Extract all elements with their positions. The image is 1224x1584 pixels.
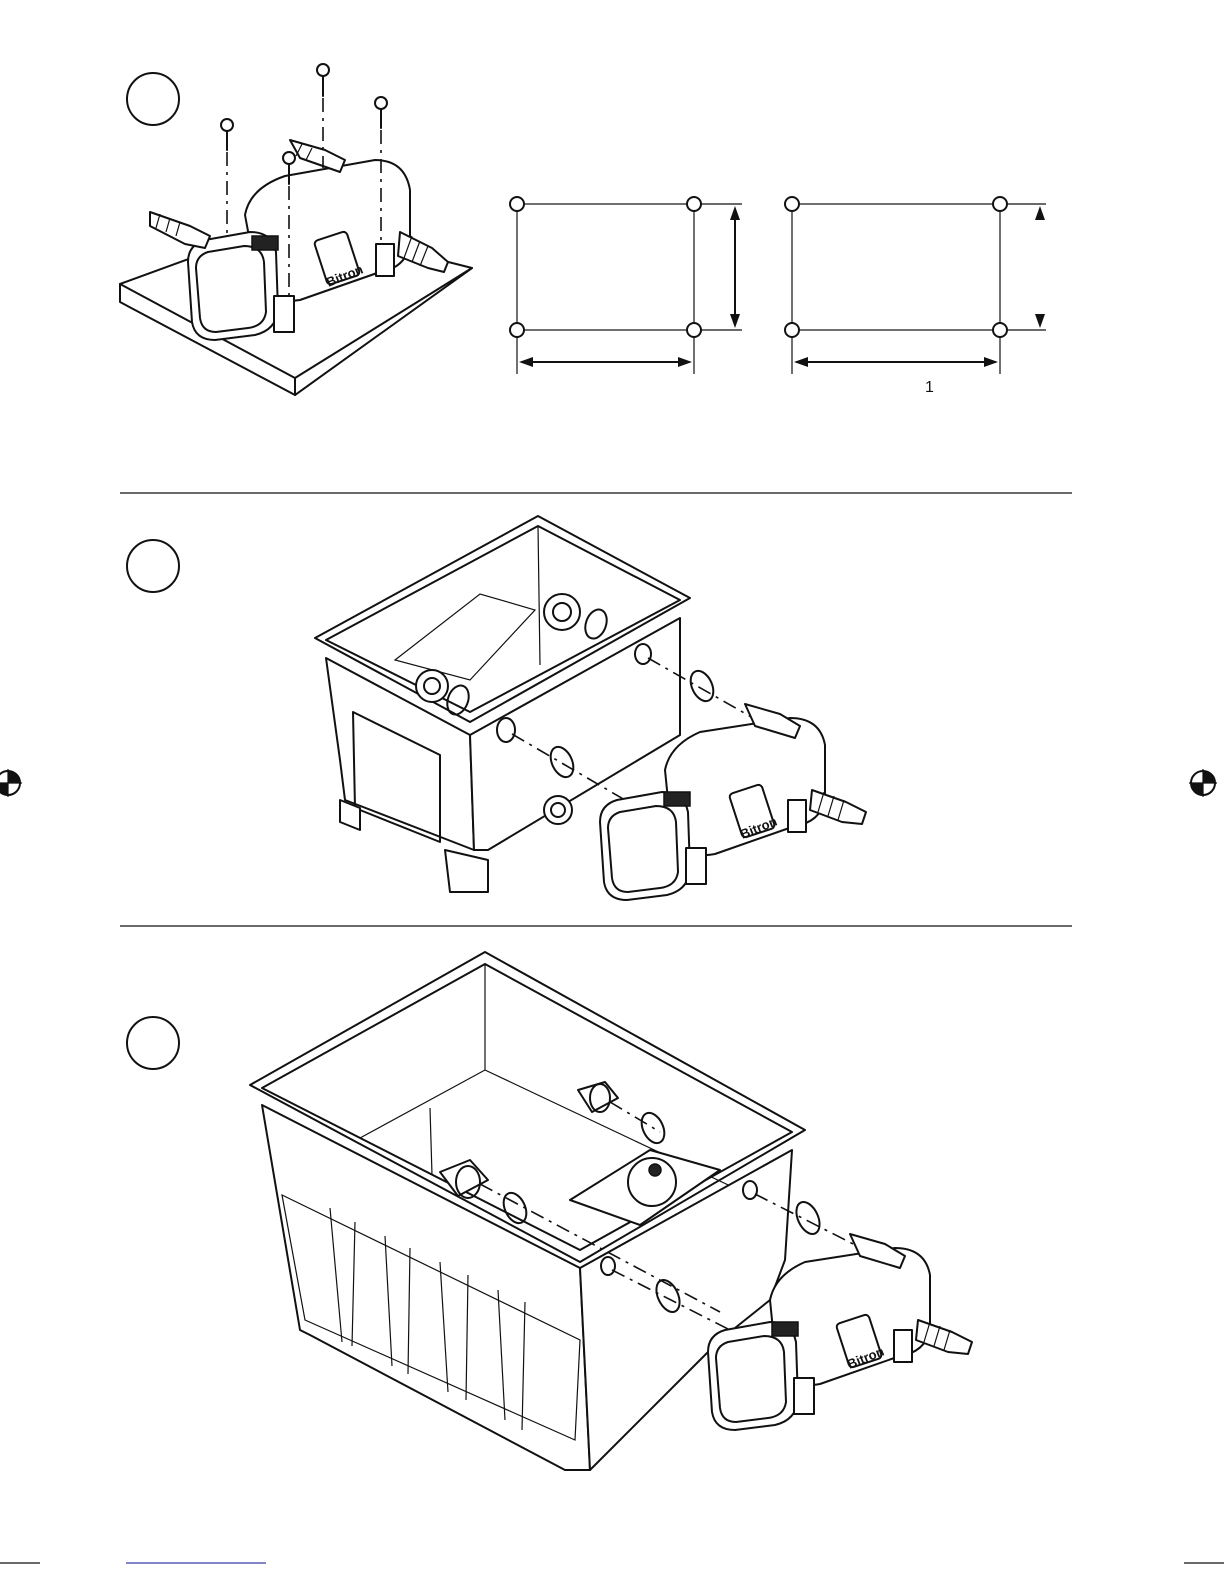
step-1-number-circle: [127, 73, 179, 125]
registration-mark-left: [0, 769, 22, 797]
step-2-panel: Bitron: [127, 516, 866, 900]
step-1-panel: Bitron: [120, 64, 1046, 396]
screw-icon: [317, 64, 329, 76]
screw-icon: [375, 97, 387, 109]
step-2-number-circle: [127, 540, 179, 592]
hole-template-a: [510, 197, 742, 374]
hole-template-b: 1: [785, 197, 1046, 396]
screw-icon: [221, 119, 233, 131]
step-3-panel: Bitron: [127, 952, 972, 1470]
step-3-number-circle: [127, 1017, 179, 1069]
dimension-mark: 1: [925, 379, 934, 396]
registration-mark-right: [1189, 769, 1217, 797]
screw-icon: [283, 152, 295, 164]
